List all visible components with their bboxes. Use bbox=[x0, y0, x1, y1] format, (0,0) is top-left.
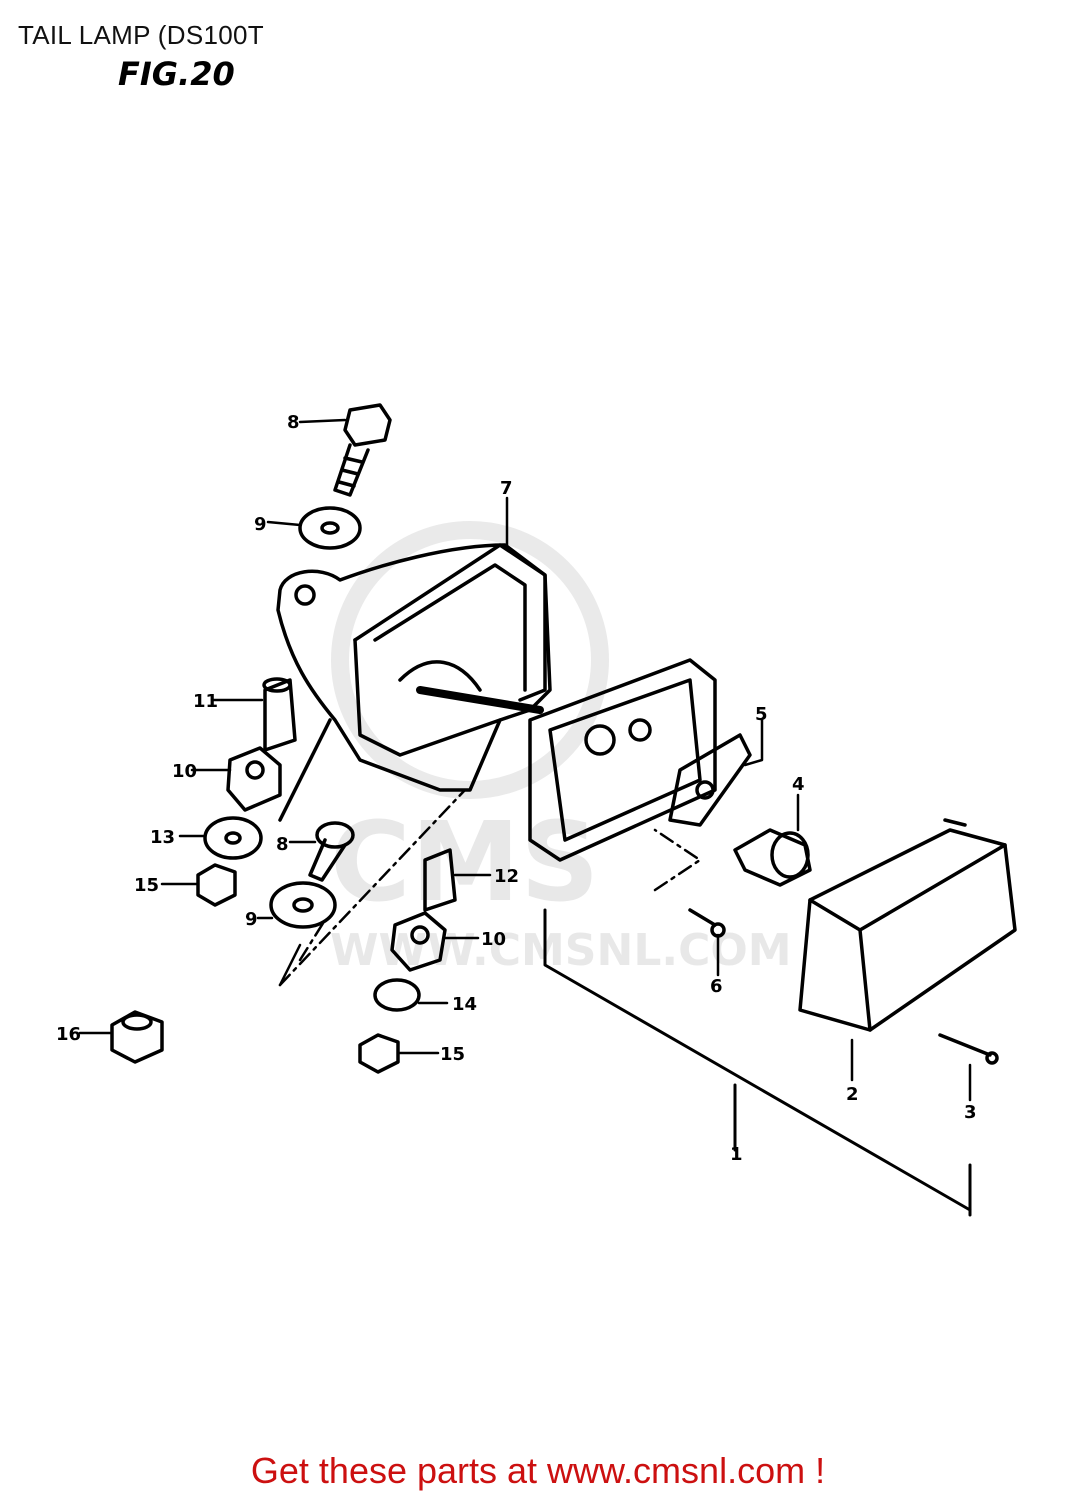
callout-10-left: 10 bbox=[172, 761, 197, 782]
socket-frame bbox=[528, 658, 717, 862]
callout-16: 16 bbox=[56, 1024, 81, 1045]
assembly-bracket-1 bbox=[543, 908, 972, 1217]
callout-14: 14 bbox=[452, 994, 477, 1015]
cushion-10-left bbox=[226, 746, 282, 812]
callout-1: 1 bbox=[730, 1144, 743, 1165]
callout-9-lower: 9 bbox=[245, 909, 258, 930]
bulb-4 bbox=[733, 828, 812, 887]
washer-14 bbox=[373, 978, 421, 1012]
diagram-title: TAIL LAMP (DS100T bbox=[18, 20, 264, 50]
nut-16 bbox=[110, 1010, 164, 1064]
washer-9-lower bbox=[269, 881, 337, 929]
callout-7: 7 bbox=[500, 478, 513, 499]
callout-3: 3 bbox=[964, 1102, 977, 1123]
callout-9-top: 9 bbox=[254, 514, 267, 535]
callout-12: 12 bbox=[494, 866, 519, 887]
footer-link[interactable]: Get these parts at www.cmsnl.com ! bbox=[250, 1450, 826, 1491]
nut-15-left bbox=[196, 863, 237, 907]
guide-lines bbox=[278, 788, 702, 987]
figure-label: FIG.20 bbox=[118, 55, 235, 93]
callout-15-left: 15 bbox=[134, 875, 159, 896]
bolt-8-lower bbox=[308, 821, 355, 882]
callout-8-lower: 8 bbox=[276, 834, 289, 855]
callout-10-right: 10 bbox=[481, 929, 506, 950]
leader-lines bbox=[78, 418, 972, 1102]
wire bbox=[278, 718, 332, 822]
housing-7 bbox=[276, 543, 552, 792]
callout-13: 13 bbox=[150, 827, 175, 848]
watermark-logo: CMS bbox=[330, 798, 599, 926]
callout-labels: 8 9 7 11 10 13 15 8 9 12 10 14 15 16 5 4… bbox=[56, 412, 977, 1165]
callout-4: 4 bbox=[792, 774, 805, 795]
bolt-8-top bbox=[333, 403, 392, 497]
callout-11: 11 bbox=[193, 691, 218, 712]
nut-15-right bbox=[358, 1033, 400, 1074]
screw-3 bbox=[938, 1033, 999, 1065]
callout-5: 5 bbox=[755, 704, 768, 725]
callout-2: 2 bbox=[846, 1084, 859, 1105]
gasket-5 bbox=[668, 733, 752, 827]
washer-9-top bbox=[298, 506, 362, 550]
callout-6: 6 bbox=[710, 976, 723, 997]
lens-2 bbox=[798, 818, 1017, 1032]
callout-15-right: 15 bbox=[440, 1044, 465, 1065]
grommet-11 bbox=[262, 677, 297, 752]
grommet-12 bbox=[423, 848, 457, 912]
callout-8-top: 8 bbox=[287, 412, 300, 433]
cushion-10-right bbox=[390, 911, 447, 972]
washer-13 bbox=[203, 816, 263, 860]
